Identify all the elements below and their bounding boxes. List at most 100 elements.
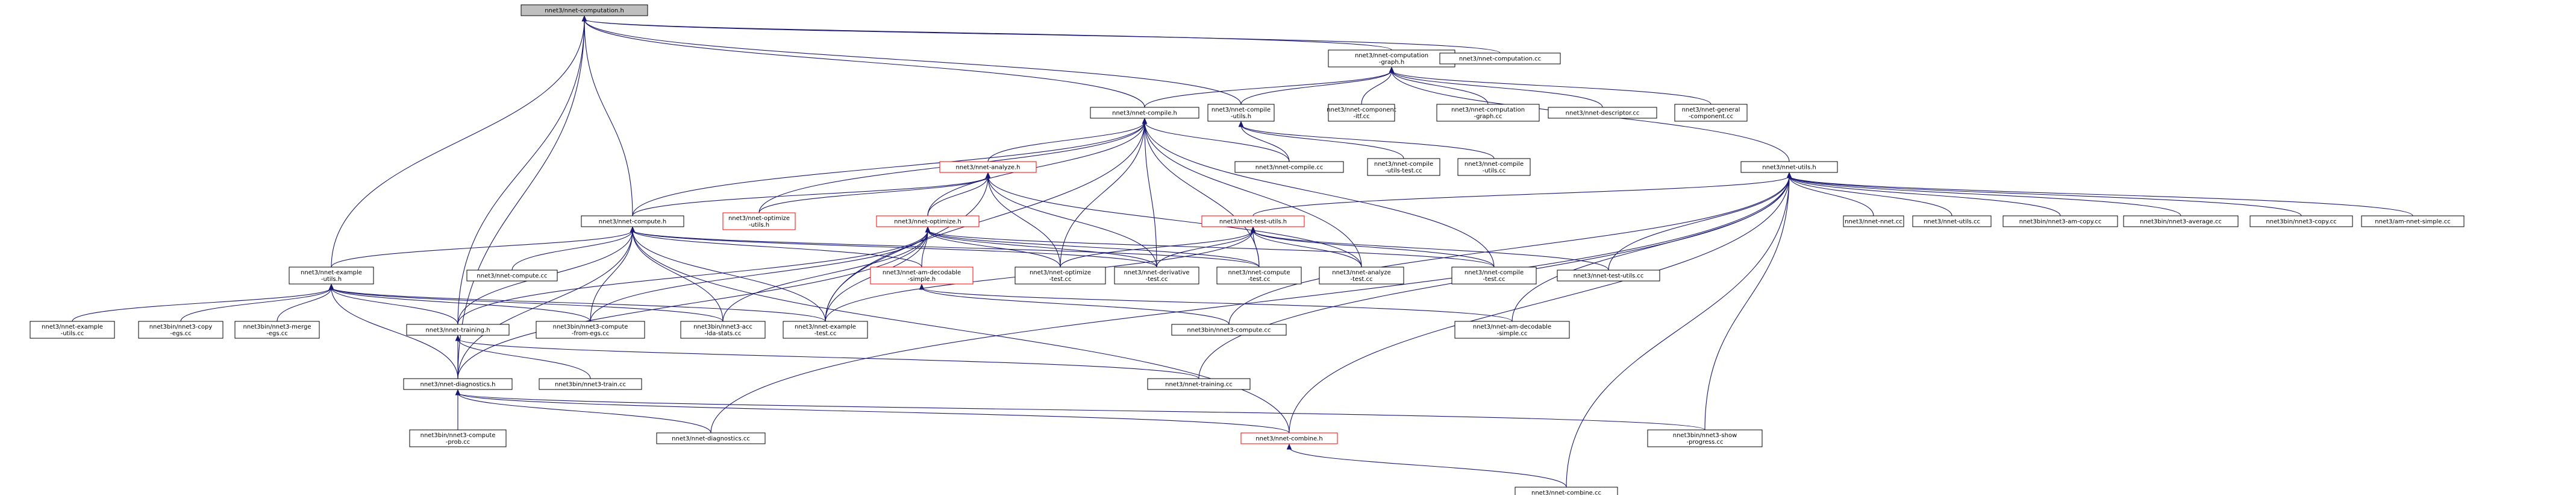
dependency-edge <box>1786 172 2061 216</box>
node-nnet3bin-nnet3-average-cc[interactable]: nnet3bin/nnet3-average.cc <box>2123 215 2239 227</box>
node-label: nnet3/nnet-example <box>301 270 362 276</box>
node-box <box>722 212 796 230</box>
node-nnet3-nnet-test-utils-h[interactable]: nnet3/nnet-test-utils.h <box>1201 215 1305 227</box>
node-label: nnet3/nnet-analyze <box>1332 270 1391 276</box>
dependency-edge <box>1240 66 1395 105</box>
dependency-edge <box>328 283 458 325</box>
node-nnet3-nnet-compute-h[interactable]: nnet3/nnet-compute.h <box>581 215 684 227</box>
dependency-edge <box>1786 172 2413 216</box>
dependency-edge <box>1361 66 1395 105</box>
node-nnet3bin-nnet3-train-cc[interactable]: nnet3bin/nnet3-train.cc <box>539 378 642 390</box>
node-box <box>1674 104 1748 122</box>
node-nnet3-nnet-nnet-cc[interactable]: nnet3/nnet-nnet.cc <box>1843 215 1904 227</box>
dependency-edge <box>630 226 826 322</box>
dependency-edge <box>457 226 931 379</box>
node-nnet3-nnet-example-utils-cc[interactable]: nnet3/nnet-example-utils.cc <box>30 321 115 339</box>
node-nnet3-nnet-derivative-test-cc[interactable]: nnet3/nnet-derivative-test.cc <box>1114 266 1199 285</box>
node-nnet3-nnet-descriptor-cc[interactable]: nnet3/nnet-descriptor.cc <box>1548 107 1657 119</box>
dependency-edge <box>1238 121 1404 159</box>
dependency-edge <box>1156 226 1256 268</box>
node-nnet3-nnet-optimize-utils-h[interactable]: nnet3/nnet-optimize-utils.h <box>722 212 796 230</box>
node-label: nnet3/nnet-descriptor.cc <box>1566 110 1640 117</box>
dependency-edge <box>457 226 636 379</box>
node-box <box>1647 429 1763 447</box>
node-box <box>656 432 766 444</box>
node-label: -prob.cc <box>446 439 470 446</box>
node-label: -test.cc <box>814 330 837 337</box>
node-label: -component.cc <box>1689 113 1733 120</box>
node-box <box>1912 215 1992 227</box>
node-nnet3bin-nnet3-merge-egs-cc[interactable]: nnet3bin/nnet3-merge-egs.cc <box>234 321 320 339</box>
node-nnet3-am-nnet-simple-cc[interactable]: nnet3/am-nnet-simple.cc <box>2361 215 2465 227</box>
dependency-edge <box>581 15 1242 105</box>
node-nnet3bin-nnet3-compute-cc[interactable]: nnet3bin/nnet3-compute.cc <box>1171 324 1287 336</box>
dependency-edge <box>1142 118 1495 268</box>
dependency-edge <box>1238 121 1290 162</box>
node-nnet3-nnet-combine-h[interactable]: nnet3/nnet-combine.h <box>1240 432 1338 444</box>
node-label: nnet3/nnet-compute <box>1228 270 1290 276</box>
node-nnet3bin-nnet3-copy-cc[interactable]: nnet3bin/nnet3-copy.cc <box>2249 215 2353 227</box>
node-label: -utils.h <box>1231 113 1251 120</box>
node-nnet3-nnet-compute-cc[interactable]: nnet3/nnet-compute.cc <box>466 270 558 282</box>
node-nnet3-nnet-analyze-test-cc[interactable]: nnet3/nnet-analyze-test.cc <box>1319 266 1404 285</box>
node-nnet3bin-nnet3-compute-from-egs-cc[interactable]: nnet3bin/nnet3-compute-from-egs.cc <box>536 321 645 339</box>
node-label: nnet3/nnet-optimize <box>728 215 790 222</box>
dependency-edge <box>925 226 1495 268</box>
node-nnet3-nnet-am-decodable-simple-h[interactable]: nnet3/nnet-am-decodable-simple.h <box>870 266 974 285</box>
node-label: -utils.cc <box>1483 168 1506 174</box>
node-nnet3-nnet-component-itf-cc[interactable]: nnet3/nnet-component-itf.cc <box>1327 104 1396 122</box>
node-nnet3-nnet-compile-test-cc[interactable]: nnet3/nnet-compile-test.cc <box>1451 266 1537 285</box>
node-nnet3-nnet-compute-test-cc[interactable]: nnet3/nnet-compute-test.cc <box>1216 266 1302 285</box>
node-nnet3-nnet-compile-utils-cc[interactable]: nnet3/nnet-compile-utils.cc <box>1457 158 1531 176</box>
dependency-edge <box>1252 172 1792 216</box>
node-box <box>1439 52 1561 65</box>
node-nnet3-nnet-analyze-h[interactable]: nnet3/nnet-analyze.h <box>939 161 1037 173</box>
node-nnet3bin-nnet3-compute-prob-cc[interactable]: nnet3bin/nnet3-compute-prob.cc <box>409 429 507 447</box>
node-nnet3-nnet-compile-cc[interactable]: nnet3/nnet-compile.cc <box>1234 161 1344 173</box>
node-nnet3-nnet-training-cc[interactable]: nnet3/nnet-training.cc <box>1147 378 1251 390</box>
dependency-edge <box>919 283 1230 325</box>
node-nnet3-nnet-example-utils-h[interactable]: nnet3/nnet-example-utils.h <box>289 266 374 285</box>
node-nnet3-nnet-am-decodable-simple-cc[interactable]: nnet3/nnet-am-decodable-simple.cc <box>1454 321 1570 339</box>
node-nnet3-nnet-optimize-test-cc[interactable]: nnet3/nnet-optimize-test.cc <box>1014 266 1106 285</box>
node-nnet3-nnet-compile-utils-test-cc[interactable]: nnet3/nnet-compile-utils-test.cc <box>1367 158 1440 176</box>
node-label: -graph.cc <box>1474 113 1502 120</box>
node-nnet3-nnet-general-component-cc[interactable]: nnet3/nnet-general-component.cc <box>1674 104 1748 122</box>
node-label: -lda-stats.cc <box>704 330 741 337</box>
node-nnet3-nnet-diagnostics-h[interactable]: nnet3/nnet-diagnostics.h <box>403 378 513 390</box>
node-box <box>939 161 1037 173</box>
node-nnet3bin-nnet3-am-copy-cc[interactable]: nnet3bin/nnet3-am-copy.cc <box>2002 215 2118 227</box>
node-nnet3-nnet-computation-graph-h[interactable]: nnet3/nnet-computation-graph.h <box>1328 49 1455 68</box>
node-nnet3-nnet-computation-graph-cc[interactable]: nnet3/nnet-computation-graph.cc <box>1436 104 1540 122</box>
node-nnet3-nnet-combine-cc[interactable]: nnet3/nnet-combine.cc <box>1515 487 1618 495</box>
node-label: -egs.cc <box>170 330 192 337</box>
node-label: nnet3/nnet-computation <box>1355 52 1428 59</box>
node-box <box>406 324 510 336</box>
node-label: nnet3/nnet-test-utils.cc <box>1574 273 1644 280</box>
node-nnet3-nnet-utils-h[interactable]: nnet3/nnet-utils.h <box>1740 161 1838 173</box>
node-box <box>1367 158 1440 176</box>
node-nnet3bin-nnet3-show-progress-cc[interactable]: nnet3bin/nnet3-show-progress.cc <box>1647 429 1763 447</box>
node-nnet3bin-nnet3-copy-egs-cc[interactable]: nnet3bin/nnet3-copy-egs.cc <box>138 321 224 339</box>
node-box <box>30 321 115 339</box>
node-nnet3-nnet-test-utils-cc[interactable]: nnet3/nnet-test-utils.cc <box>1557 270 1660 282</box>
node-nnet3-nnet-compile-h[interactable]: nnet3/nnet-compile.h <box>1090 107 1199 119</box>
node-nnet3-nnet-diagnostics-cc[interactable]: nnet3/nnet-diagnostics.cc <box>656 432 766 444</box>
node-label: nnet3/nnet-computation.h <box>545 8 624 14</box>
node-nnet3-nnet-optimize-h[interactable]: nnet3/nnet-optimize.h <box>876 215 980 227</box>
node-box <box>1171 324 1287 336</box>
node-nnet3-nnet-example-test-cc[interactable]: nnet3/nnet-example-test.cc <box>783 321 868 339</box>
node-label: nnet3bin/nnet3-copy.cc <box>2266 219 2336 225</box>
node-label: -test.cc <box>1049 276 1072 283</box>
node-nnet3bin-nnet3-acc-lda-stats-cc[interactable]: nnet3bin/nnet3-acc-lda-stats.cc <box>680 321 766 339</box>
node-nnet3-nnet-computation-cc[interactable]: nnet3/nnet-computation.cc <box>1439 52 1561 65</box>
dependency-edge <box>1566 172 1792 488</box>
node-nnet3-nnet-training-h[interactable]: nnet3/nnet-training.h <box>406 324 510 336</box>
node-nnet3-nnet-compile-utils-h[interactable]: nnet3/nnet-compile-utils.h <box>1207 104 1275 122</box>
node-nnet3-nnet-utils-cc[interactable]: nnet3/nnet-utils.cc <box>1912 215 1992 227</box>
node-label: -utils.h <box>749 222 769 229</box>
node-box <box>2123 215 2239 227</box>
node-box <box>1457 158 1531 176</box>
node-box <box>1014 266 1106 285</box>
dependency-edge <box>455 389 1705 430</box>
